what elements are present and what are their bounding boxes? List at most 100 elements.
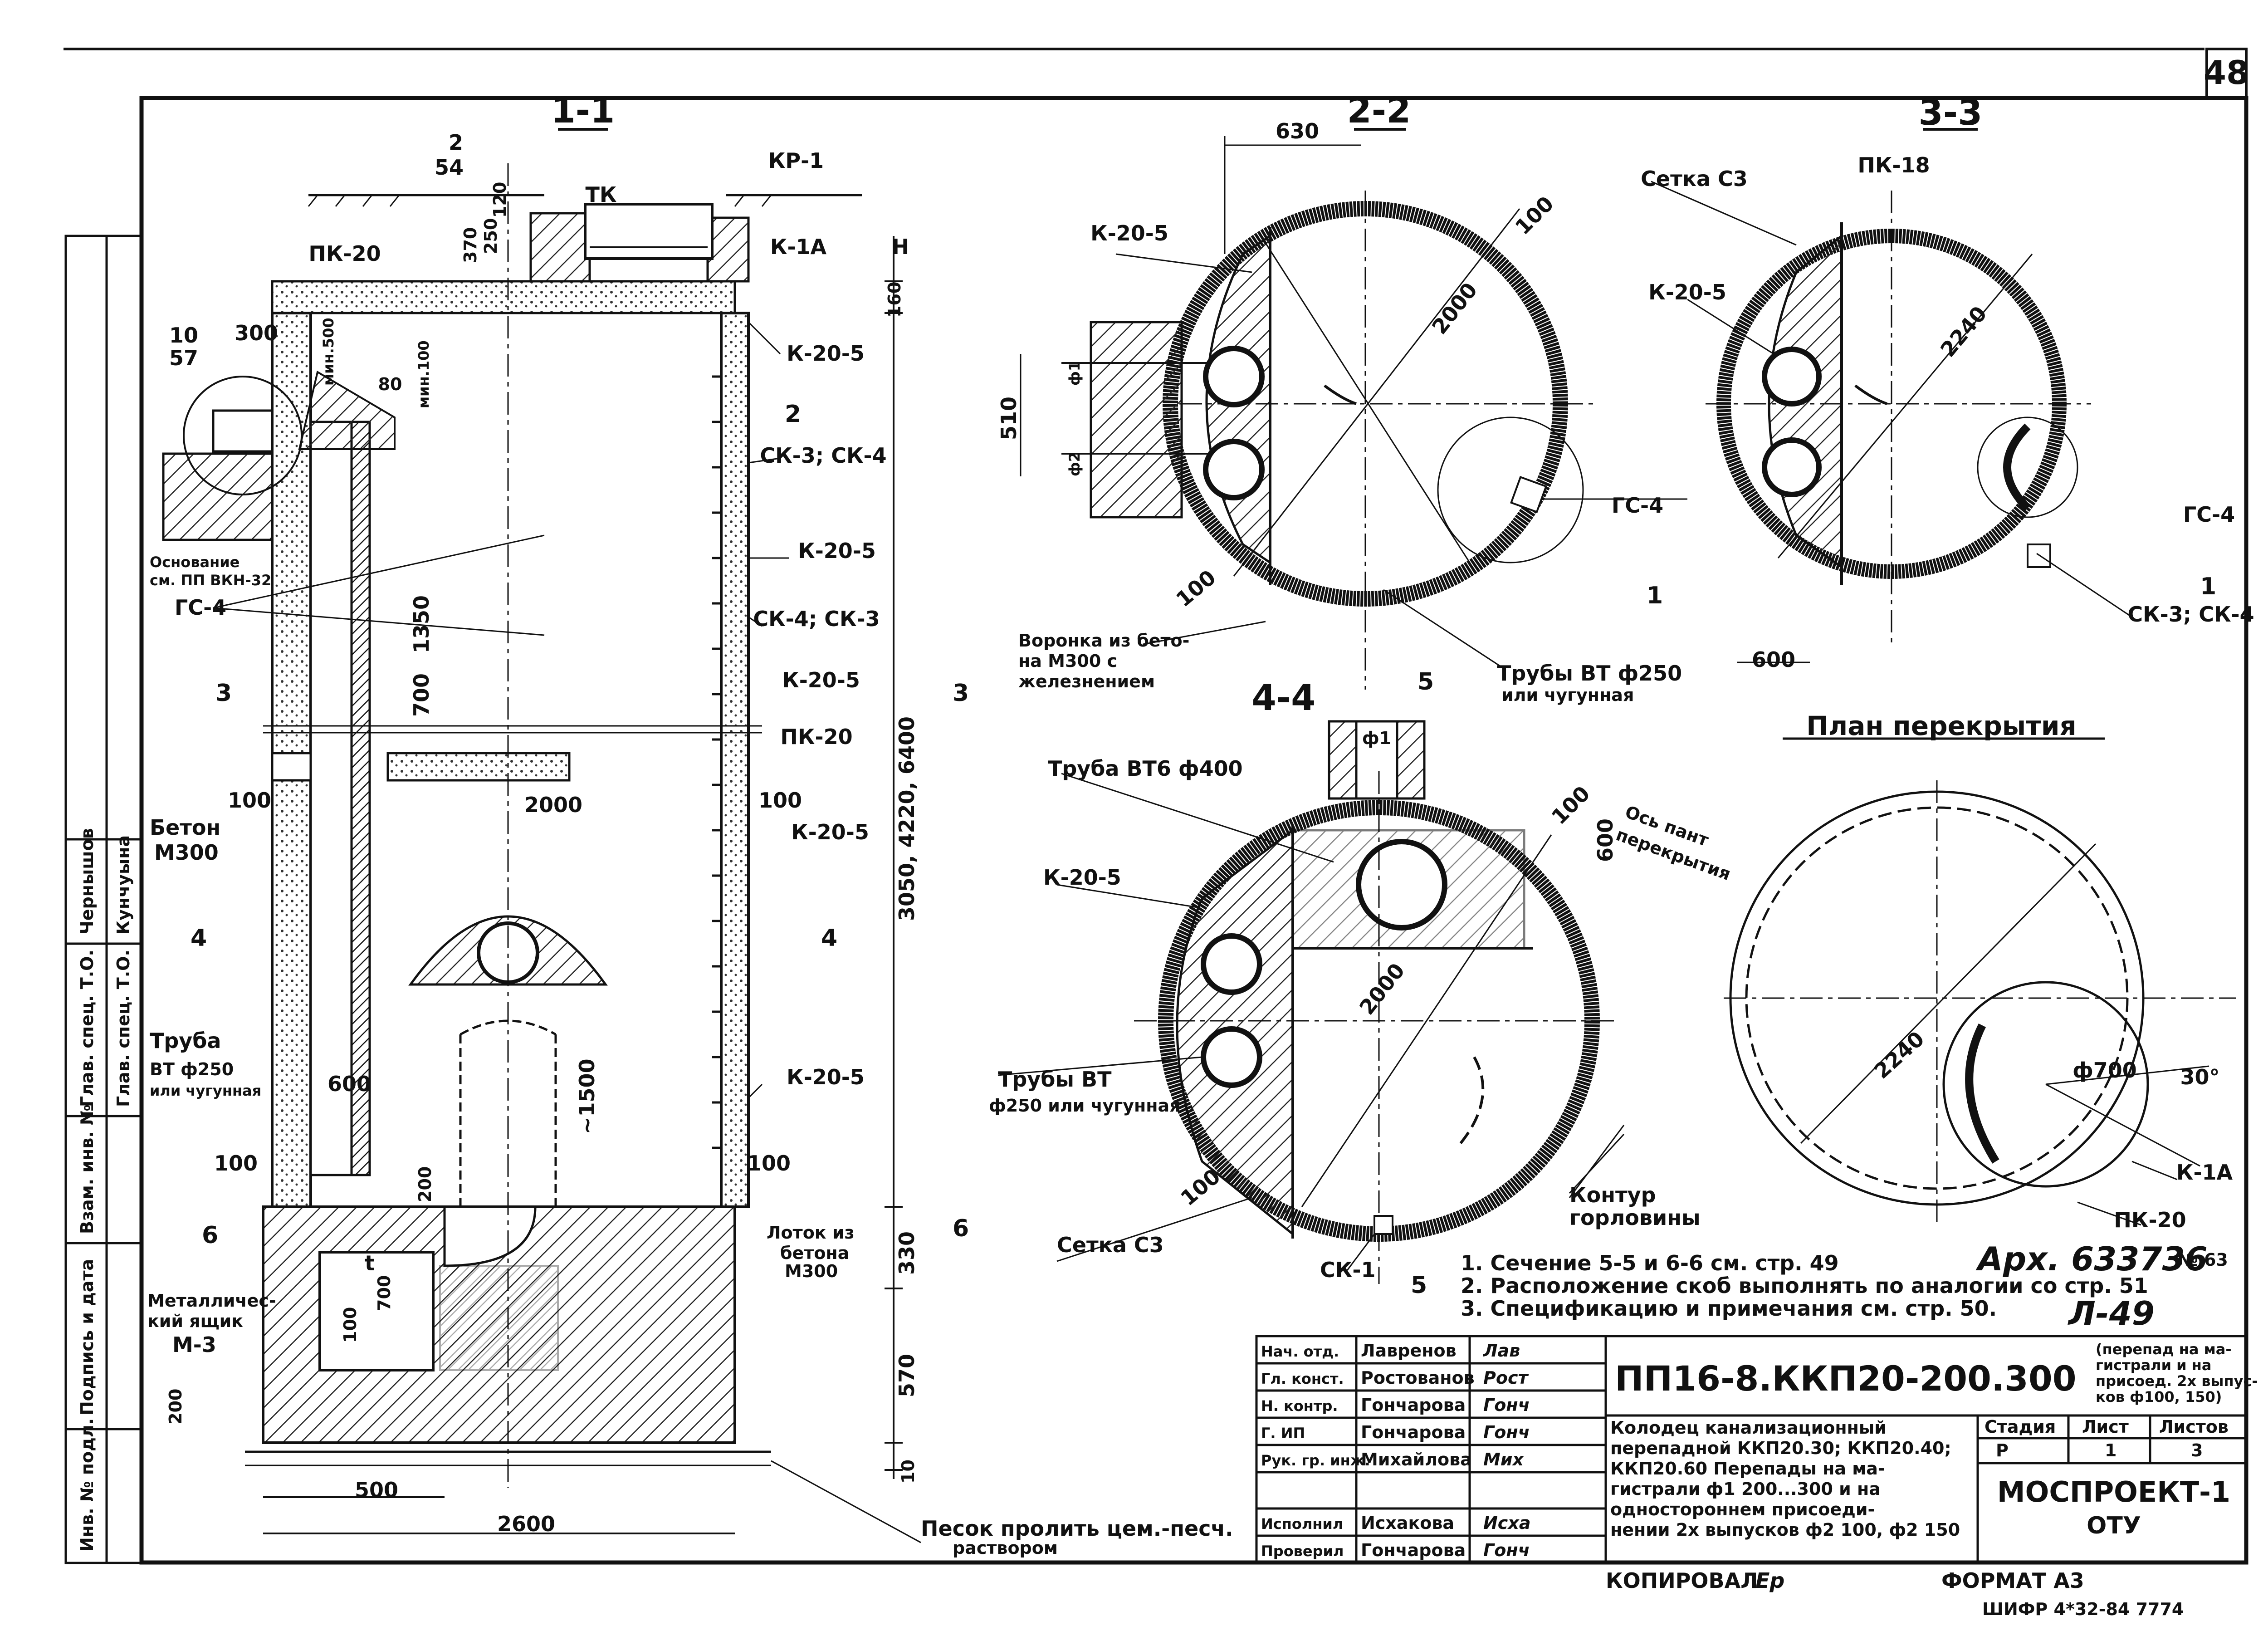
archive-sheet-no: № 63 [2177,1250,2228,1270]
label-phi2: ф2 [1066,452,1083,476]
label-phi1: ф1 [1362,728,1391,748]
tb-stage: Р [1996,1440,2009,1460]
label-metal-box-2: кий ящик [147,1311,243,1331]
plan-title: План перекрытия [1806,710,2077,741]
label-tk: ТК [586,182,617,207]
tb-name-3: Гончарова [1361,1422,1466,1442]
label-200-b: 200 [166,1389,186,1425]
tb-role-7: Проверил [1261,1543,1344,1560]
label-metal-box: Металличес- [147,1291,276,1311]
label-kr1: КР-1 [768,148,824,173]
tb-sheets-header: Листов [2159,1417,2229,1437]
label-pesok-2: раствором [953,1538,1058,1558]
label-k1a: К-1А [770,235,827,259]
tb-stage-header: Стадия [1984,1417,2056,1437]
tb-sign-4: Мих [1483,1450,1524,1469]
label-min100: мин.100 [415,340,432,408]
tb-description: Колодец канализационный перепадной ККП20… [1610,1418,1960,1540]
tb-sign-2: Гонч [1483,1395,1530,1415]
section-2-2-title: 2-2 [1347,90,1411,131]
tb-code-note-0: (перепад на ма- [2096,1341,2232,1358]
plan-drawing [1569,780,2236,1226]
label-m300: М300 [154,840,219,865]
label-lotok: Лоток из [767,1223,855,1243]
strip-sign-label: Подпись и дата [77,1259,97,1415]
cut-3-left: 3 [215,680,232,707]
label-2240: 2240 [1936,301,1992,362]
tb-role-6: Исполнил [1261,1515,1343,1533]
tb-sheet-header: Лист [2082,1417,2129,1437]
label-6400: 3050, 4220, 6400 [894,716,919,921]
tb-org: МОСПРОЕКТ-1 [1997,1475,2230,1508]
label-k20-5-d: К-20-5 [791,820,869,844]
tb-desc-1: перепадной ККП20.30; ККП20.40; [1610,1438,1951,1458]
label-sk3-sk4: СК-3; СК-4 [2127,602,2254,627]
label-1350: 1350 [409,595,434,653]
label-phi700: ф700 [2072,1058,2137,1082]
label-600: 600 [1752,647,1795,672]
section-3-3-title: 3-3 [1919,93,1983,133]
label-100-a: 100 [1547,781,1595,829]
label-k20-5-e: К-20-5 [787,1065,865,1089]
label-100-br: 100 [747,1151,791,1175]
tb-sheets: 3 [2191,1440,2203,1460]
label-lotok-2: бетона [780,1243,849,1263]
label-2000: 2000 [524,793,582,817]
section-3-3-drawing [1651,181,2132,663]
section-2-2-drawing [1020,136,1687,690]
tb-name-1: Ростованов [1361,1368,1475,1388]
section-4-4-drawing [997,720,1625,1284]
label-min500: мин.500 [320,318,337,386]
label-300: 300 [235,321,278,345]
label-600: 600 [1593,818,1618,862]
section-1-1-labels: ТК КР-1 ПК-20 К-1А Н 370 250 120 2 54 16… [147,130,1233,1558]
copied-label: КОПИРОВАЛ [1606,1568,1758,1593]
section-1-1-drawing [162,163,921,1543]
label-k20-5-a: К-20-5 [787,341,865,366]
tb-desc-2: ККП20.60 Перепады на ма- [1610,1459,1885,1479]
strip-vzam-label: Взам. инв. № [77,1104,97,1234]
label-m3: М-3 [172,1332,216,1357]
label-630: 630 [1276,119,1319,143]
page-number: 48 [2204,54,2249,92]
label-250: 250 [481,218,501,254]
cut-6-left: 6 [202,1222,218,1249]
label-700: 700 [409,673,434,717]
title-block-people: Нач. отд. Лавренов Лав Гл. конст. Ростов… [1261,1341,1530,1560]
tb-sign-6: Исха [1483,1513,1530,1533]
label-h: Н [892,235,909,259]
label-setka-c3: Сетка С3 [1641,167,1748,191]
tb-dept: ОТУ [2087,1512,2141,1539]
strip-name-1: Чернышов [77,828,97,935]
label-100-bl: 100 [214,1151,258,1175]
label-voronka: Воронка из бето- [1018,631,1189,651]
label-1500: ~1500 [575,1058,599,1134]
label-30deg: 30° [2180,1065,2219,1089]
section-4-4-title: 4-4 [1252,678,1316,719]
label-510: 510 [997,397,1021,440]
format-label: ФОРМАТ А3 [1941,1568,2084,1593]
label-kontur: Контур [1569,1183,1656,1207]
cut-4-right: 4 [821,925,837,952]
note-2: 2. Расположение скоб выполнять по аналог… [1461,1273,2148,1298]
strip-spec-label-2: Глав. спец. Т.О. [113,950,133,1107]
tb-desc-0: Колодец канализационный [1610,1418,1887,1438]
cut-4-left: 4 [191,925,207,952]
label-700-b: 700 [374,1275,394,1311]
label-k1a: К-1А [2176,1160,2233,1185]
label-gs4: ГС-4 [1612,493,1663,518]
tb-name-7: Гончарова [1361,1540,1466,1560]
title-block [1255,1335,2248,1564]
label-100-right: 100 [758,788,802,813]
label-sk4-sk3: СК-4; СК-3 [753,607,880,631]
note-1: 1. Сечение 5-5 и 6-6 см. стр. 49 [1461,1251,1839,1275]
label-pk20: ПК-20 [2114,1208,2186,1232]
label-truby-2: или чугунная [1501,685,1634,705]
tb-role-4: Рук. гр. инж. [1261,1452,1370,1469]
label-gs4: ГС-4 [175,595,226,620]
label-k20-5: К-20-5 [1043,865,1121,890]
label-2000: 2000 [1427,278,1482,339]
label-160: 160 [885,282,904,318]
tb-role-2: Н. контр. [1261,1397,1338,1415]
